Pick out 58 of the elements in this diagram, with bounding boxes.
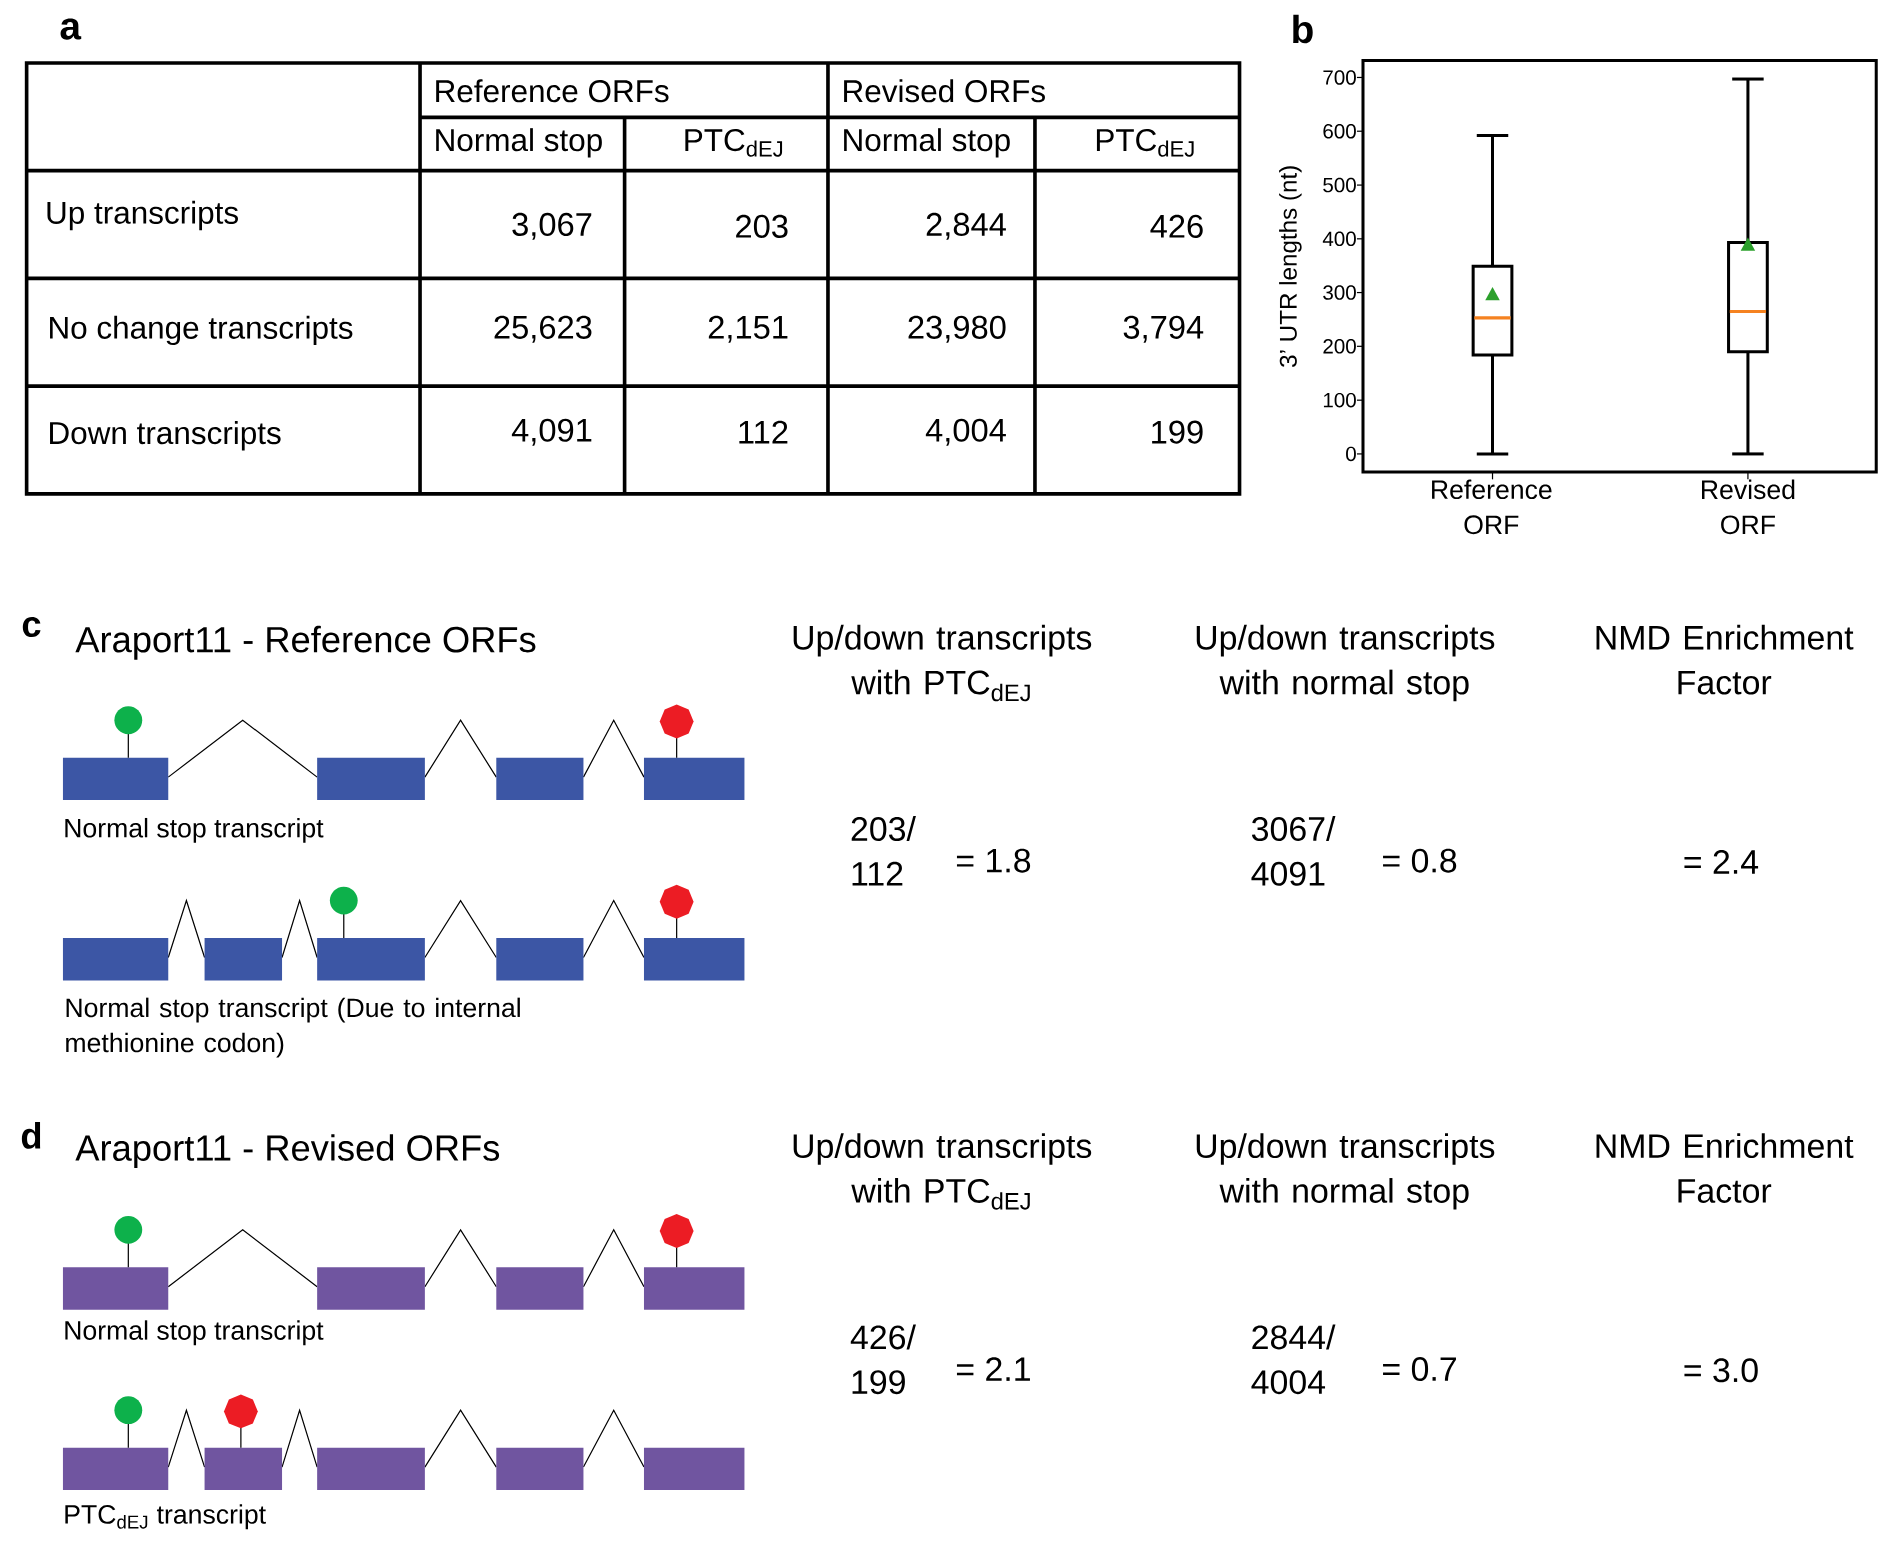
- section-title: Araport11 - Reference ORFs: [75, 625, 536, 660]
- tick-label: 0: [1346, 446, 1356, 462]
- column-header: NMD Enrichment Factor: [1596, 624, 1854, 695]
- tick-label: 700: [1323, 70, 1356, 85]
- column-header: Up/down transcripts with normal stop: [1196, 624, 1495, 702]
- table-value: 3,067: [512, 212, 592, 240]
- row-header: Up transcripts: [47, 200, 238, 231]
- category-label: Revised ORF: [1702, 479, 1795, 535]
- tick-label: 400: [1322, 231, 1356, 247]
- ratio-fraction: 203/ 112: [851, 816, 916, 886]
- column-header: Reference ORFs: [436, 79, 669, 103]
- table-value: 4,091: [511, 418, 592, 446]
- table-value: 3,794: [1123, 315, 1204, 343]
- tick-label: 500: [1323, 177, 1356, 193]
- table-value: 23,980: [908, 315, 1006, 343]
- ratio-value: = 0.7: [1383, 1357, 1456, 1381]
- ratio-value: = 3.0: [1684, 1358, 1758, 1383]
- ratio-fraction: 426/ 199: [850, 1324, 916, 1395]
- panel-letter: a: [60, 18, 82, 40]
- section-title: Araport11 - Revised ORFs: [75, 1134, 500, 1168]
- column-header: Up/down transcripts with PTC$_{dEJ}$: [793, 624, 1092, 702]
- row-header: Down transcripts: [50, 421, 281, 451]
- tick-label: 300: [1323, 285, 1356, 300]
- table-value: 2,844: [926, 212, 1006, 240]
- table-value: 25,623: [494, 315, 592, 343]
- column-header: Up/down transcripts with normal stop: [1196, 1133, 1495, 1210]
- table-value: 203: [736, 214, 788, 238]
- column-header: Normal stop: [844, 128, 1010, 158]
- transcript-label: Normal stop transcript (Due to internal methionine codon): [66, 997, 520, 1058]
- column-header: PTC$_{dEJ}$: [1096, 128, 1194, 157]
- column-header: Up/down transcripts with PTC$_{dEJ}$: [793, 1133, 1092, 1210]
- tick-label: 100: [1323, 392, 1356, 408]
- tick-label: 200: [1323, 338, 1356, 354]
- column-header: Revised ORFs: [844, 79, 1045, 103]
- column-header: NMD Enrichment Factor: [1596, 1133, 1854, 1203]
- panel-letter: c: [22, 617, 41, 637]
- ratio-fraction: 2844/ 4004: [1251, 1324, 1336, 1395]
- table-value: 426: [1150, 214, 1203, 238]
- ratio-value: = 0.8: [1383, 848, 1457, 873]
- category-label: Reference ORF: [1432, 479, 1552, 535]
- transcript-label: Normal stop transcript: [65, 817, 324, 843]
- ratio-value: = 1.8: [956, 848, 1031, 873]
- transcript-label: Normal stop transcript: [65, 1320, 324, 1346]
- table-value: 4,004: [925, 418, 1006, 446]
- table-value: 112: [739, 420, 788, 444]
- ratio-value: = 2.1: [956, 1357, 1030, 1381]
- row-header: No change transcripts: [50, 315, 353, 346]
- tick-label: 600: [1323, 123, 1356, 139]
- column-header: PTC$_{dEJ}$: [685, 128, 783, 157]
- axis-label: 3’ UTR lengths (nt): [1279, 166, 1302, 367]
- table-value: 2,151: [708, 315, 788, 343]
- ratio-value: = 2.4: [1684, 849, 1759, 874]
- panel-letter: d: [21, 1122, 41, 1149]
- column-header: Normal stop: [436, 128, 602, 158]
- table-value: 199: [1152, 420, 1203, 444]
- transcript-label: PTC$_{dEJ}$ transcript: [65, 1504, 266, 1530]
- panel-letter: b: [1293, 14, 1313, 44]
- ratio-fraction: 3067/ 4091: [1251, 816, 1336, 886]
